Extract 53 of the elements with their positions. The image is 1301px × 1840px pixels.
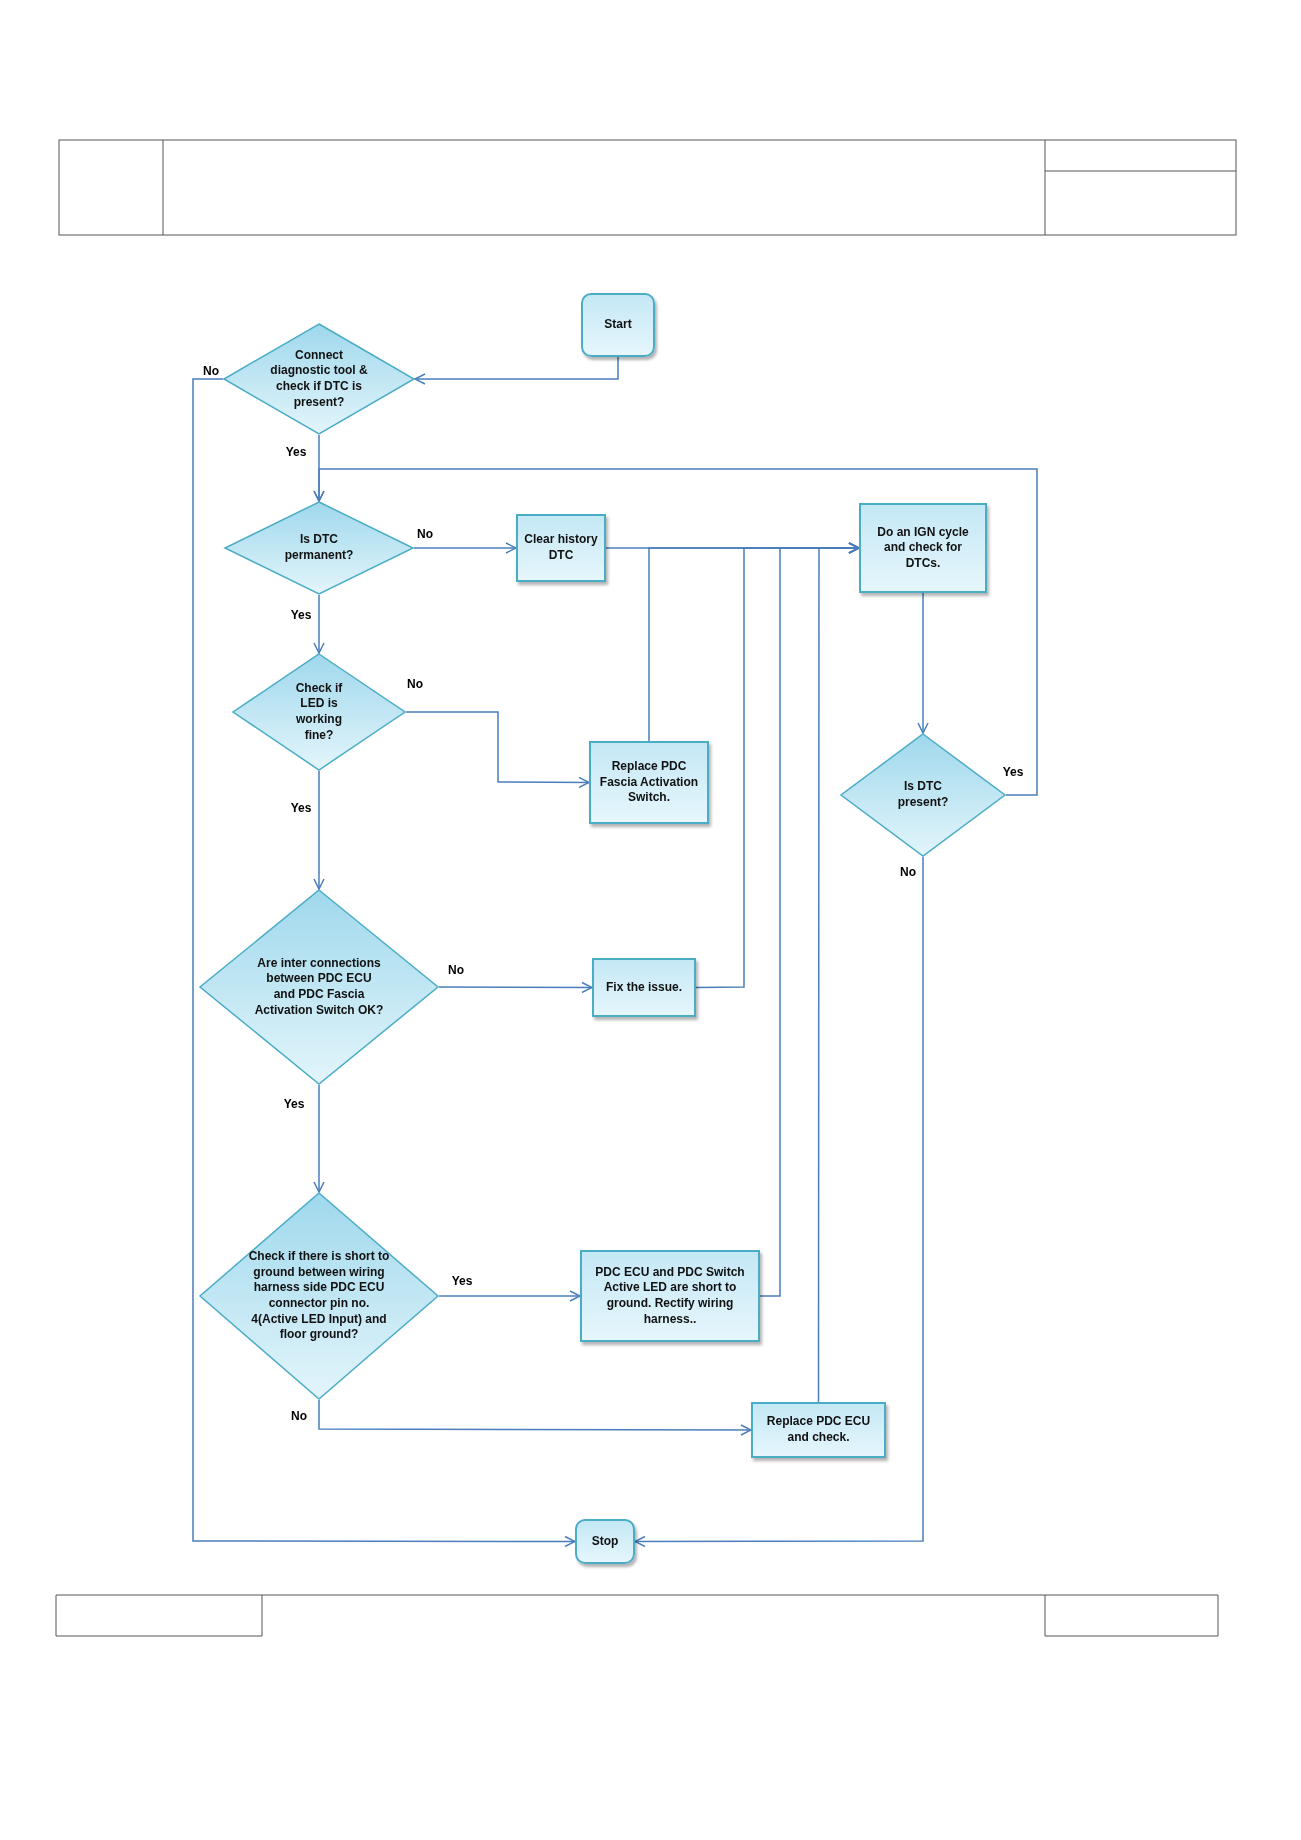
edge-label: Yes <box>449 1274 475 1288</box>
arrow <box>192 378 576 1548</box>
decision-diamond <box>223 323 415 435</box>
process-box <box>516 514 606 582</box>
arrow <box>318 1399 752 1436</box>
process-box <box>589 741 709 824</box>
edge-label: Yes <box>288 608 314 622</box>
terminal-box <box>575 1519 635 1564</box>
edge-label: No <box>289 1409 309 1423</box>
arrow <box>313 770 325 890</box>
edge-label: No <box>415 527 435 541</box>
edge-label: No <box>201 364 221 378</box>
decision-diamond <box>232 653 406 771</box>
node-text: Replace PDC ECU and check. <box>765 1414 872 1446</box>
process-box <box>859 503 987 593</box>
edge-label: No <box>405 677 425 691</box>
process-box <box>592 958 696 1017</box>
node-text: Check if LED is working fine? <box>294 680 344 744</box>
edge-label: Yes <box>283 445 309 459</box>
arrow <box>817 542 860 1403</box>
arrow <box>313 468 1038 796</box>
arrow <box>438 1290 581 1302</box>
decision-diamond <box>199 1192 439 1400</box>
arrow <box>405 711 590 789</box>
node-text: Stop <box>590 1533 620 1550</box>
process-box <box>580 1250 760 1342</box>
node-text: Are inter connections between PDC ECU and PDC Fascia Activation Switch OK? <box>254 955 384 1019</box>
edge-label: Yes <box>288 801 314 815</box>
node-text: Check if there is short to ground between wiring harness side PDC ECU connector pin no. 4(Active LED Input) and floor ground? <box>247 1249 391 1343</box>
arrow <box>634 856 924 1548</box>
edge-label: No <box>446 963 466 977</box>
node-text: Start <box>603 317 633 333</box>
arrow <box>313 1084 325 1193</box>
arrow <box>414 356 619 385</box>
decision-diamond <box>199 889 439 1085</box>
node-text: Fix the issue. <box>605 979 683 996</box>
node-text: Do an IGN cycle and check for DTCs. <box>876 524 970 572</box>
node-text: Clear history DTC <box>523 532 599 564</box>
arrow <box>313 594 325 654</box>
edge-label: Yes <box>1000 765 1026 779</box>
decision-diamond <box>224 501 414 595</box>
node-text: Is DTC permanent? <box>283 532 355 564</box>
arrow <box>917 592 929 734</box>
terminal-box <box>581 293 655 357</box>
arrow <box>413 542 517 554</box>
process-box <box>751 1402 886 1458</box>
node-text: Connect diagnostic tool & check if DTC is present? <box>269 347 369 411</box>
node-text: PDC ECU and PDC Switch Active LED are short to ground. Rectify wiring harness.. <box>594 1264 746 1328</box>
edge-label: No <box>898 865 918 879</box>
edge-label: Yes <box>281 1097 307 1111</box>
arrow <box>438 981 593 994</box>
node-text: Replace PDC Fascia Activation Switch. <box>598 759 700 806</box>
node-text: Is DTC present? <box>896 779 950 811</box>
